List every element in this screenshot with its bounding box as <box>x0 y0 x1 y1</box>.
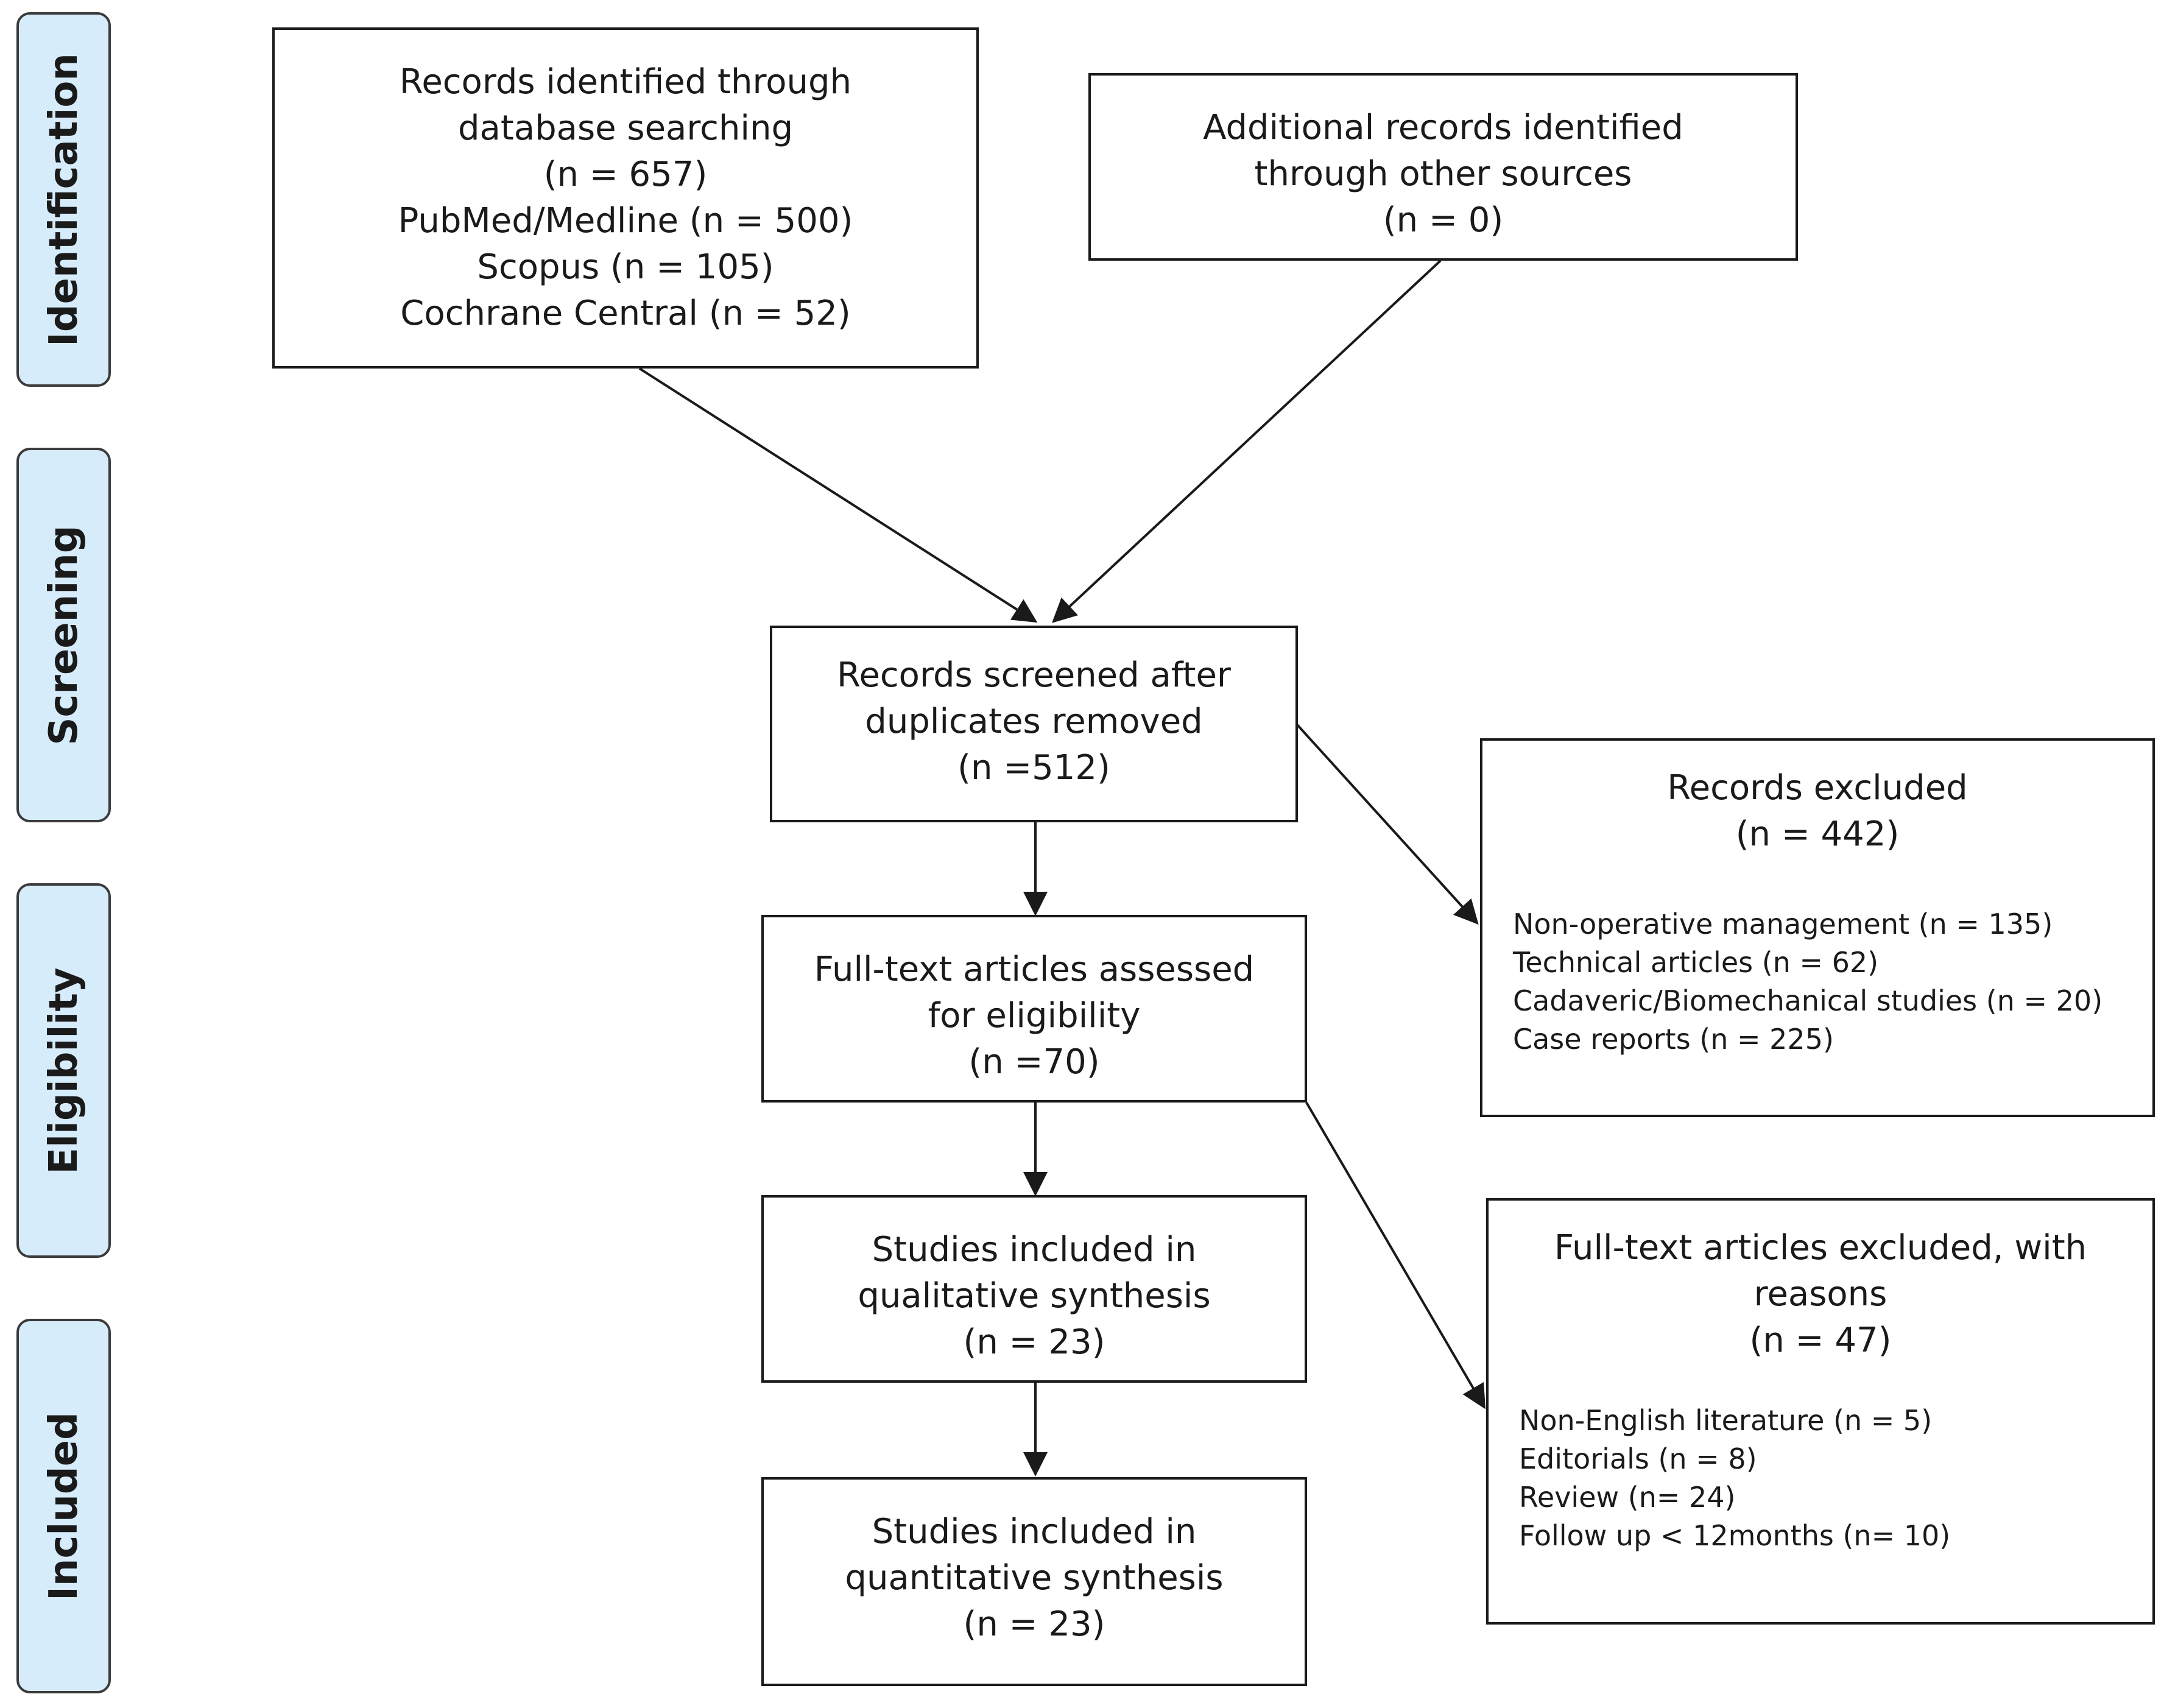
phase-eligibility: Eligibility <box>16 883 111 1258</box>
fulltext-excluded-title: Full-text articles excluded, with <box>1554 1228 2087 1268</box>
other-sources-line-3: (n = 0) <box>1383 200 1504 240</box>
screened-records-box: Records screened after duplicates remove… <box>770 626 1298 822</box>
records-excluded-reason: Technical articles (n = 62) <box>1513 946 1879 979</box>
records-excluded-count: (n = 442) <box>1735 814 1900 854</box>
records-excluded-reason: Case reports (n = 225) <box>1513 1023 1834 1056</box>
fulltext-excluded-reason: Review (n= 24) <box>1519 1481 1736 1514</box>
quantitative-line-1: Studies included in <box>872 1512 1197 1551</box>
records-excluded-reason: Cadaveric/Biomechanical studies (n = 20) <box>1513 984 2103 1017</box>
qualitative-synthesis-box: Studies included in qualitative synthesi… <box>761 1195 1307 1383</box>
database-line-3: (n = 657) <box>543 155 708 194</box>
records-excluded-reason: Non-operative management (n = 135) <box>1513 908 2053 940</box>
screened-line-2: duplicates removed <box>865 702 1203 741</box>
arrow-fulltext-to-excluded <box>1305 1101 1486 1410</box>
arrow-screened-to-excluded <box>1296 724 1479 925</box>
other-sources-line-1: Additional records identified <box>1203 108 1683 147</box>
fulltext-assessed-line-2: for eligibility <box>928 996 1141 1036</box>
phase-identification: Identification <box>16 12 111 387</box>
database-line-1: Records identified through <box>399 62 852 102</box>
qualitative-line-2: qualitative synthesis <box>858 1276 1211 1316</box>
arrow-other-to-screened <box>1052 259 1442 623</box>
fulltext-excluded-reason: Editorials (n = 8) <box>1519 1442 1757 1475</box>
other-sources-line-2: through other sources <box>1254 154 1632 194</box>
quantitative-line-2: quantitative synthesis <box>845 1558 1224 1598</box>
screened-line-1: Records screened after <box>837 655 1231 695</box>
quantitative-synthesis-box: Studies included in quantitative synthes… <box>761 1477 1307 1686</box>
fulltext-excluded-title-2: reasons <box>1753 1274 1887 1314</box>
records-excluded-box: Records excluded (n = 442) Non-operative… <box>1480 738 2155 1117</box>
fulltext-excluded-count: (n = 47) <box>1749 1321 1892 1360</box>
database-line-6: Cochrane Central (n = 52) <box>400 294 851 333</box>
fulltext-assessed-line-1: Full-text articles assessed <box>814 950 1255 989</box>
other-sources-box: Additional records identified through ot… <box>1088 73 1798 261</box>
database-records-box: Records identified through database sear… <box>272 27 979 369</box>
qualitative-line-1: Studies included in <box>872 1230 1197 1269</box>
fulltext-excluded-reason: Non-English literature (n = 5) <box>1519 1404 1933 1437</box>
screened-line-3: (n =512) <box>957 748 1110 788</box>
records-excluded-title: Records excluded <box>1667 768 1968 808</box>
arrow-database-to-screened <box>638 367 1038 623</box>
database-line-4: PubMed/Medline (n = 500) <box>398 201 853 241</box>
fulltext-excluded-box: Full-text articles excluded, with reason… <box>1486 1198 2155 1625</box>
quantitative-line-3: (n = 23) <box>963 1604 1105 1644</box>
phase-included: Included <box>16 1319 111 1693</box>
phase-screening: Screening <box>16 448 111 822</box>
qualitative-line-3: (n = 23) <box>963 1322 1105 1362</box>
fulltext-assessed-line-3: (n =70) <box>968 1042 1100 1082</box>
fulltext-assessed-box: Full-text articles assessed for eligibil… <box>761 915 1307 1103</box>
database-line-5: Scopus (n = 105) <box>477 247 774 287</box>
fulltext-excluded-reason: Follow up < 12months (n= 10) <box>1519 1519 1951 1552</box>
database-line-2: database searching <box>457 108 794 148</box>
